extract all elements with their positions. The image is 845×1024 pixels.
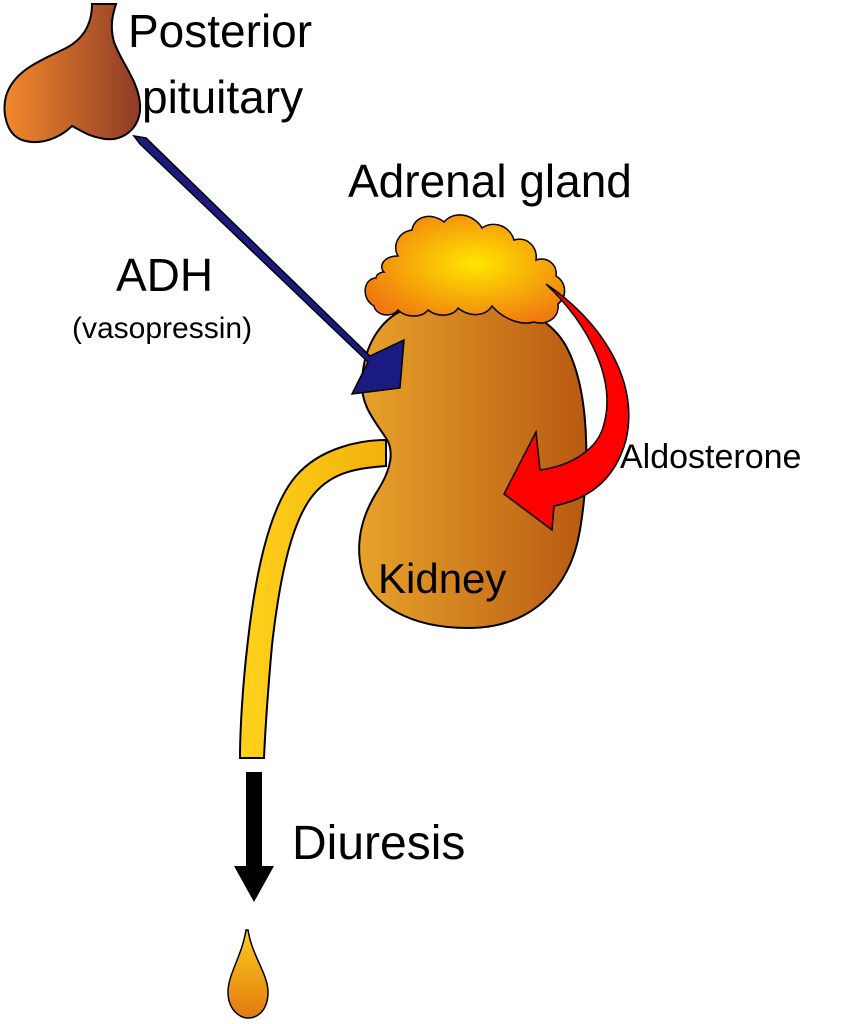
- diuresis-label: Diuresis: [292, 817, 466, 870]
- adh-arrow: [132, 134, 405, 395]
- posterior-pituitary-label-line1: Posterior: [128, 5, 313, 57]
- aldosterone-label: Aldosterone: [620, 438, 802, 476]
- kidney-label: Kidney: [378, 555, 507, 602]
- vasopressin-label: (vasopressin): [72, 312, 253, 345]
- adrenal-gland-shape: [364, 214, 566, 324]
- adh-label: ADH: [116, 249, 214, 301]
- diuresis-arrow: [234, 772, 274, 902]
- posterior-pituitary-label-line2: pituitary: [142, 71, 304, 123]
- ureter-shape: [238, 438, 387, 759]
- urine-droplet: [227, 929, 269, 1019]
- kidney-shape: [358, 299, 588, 630]
- aldosterone-arrow: [503, 283, 630, 532]
- adrenal-gland-label: Adrenal gland: [348, 155, 632, 207]
- pituitary-gland-shape: [3, 3, 142, 144]
